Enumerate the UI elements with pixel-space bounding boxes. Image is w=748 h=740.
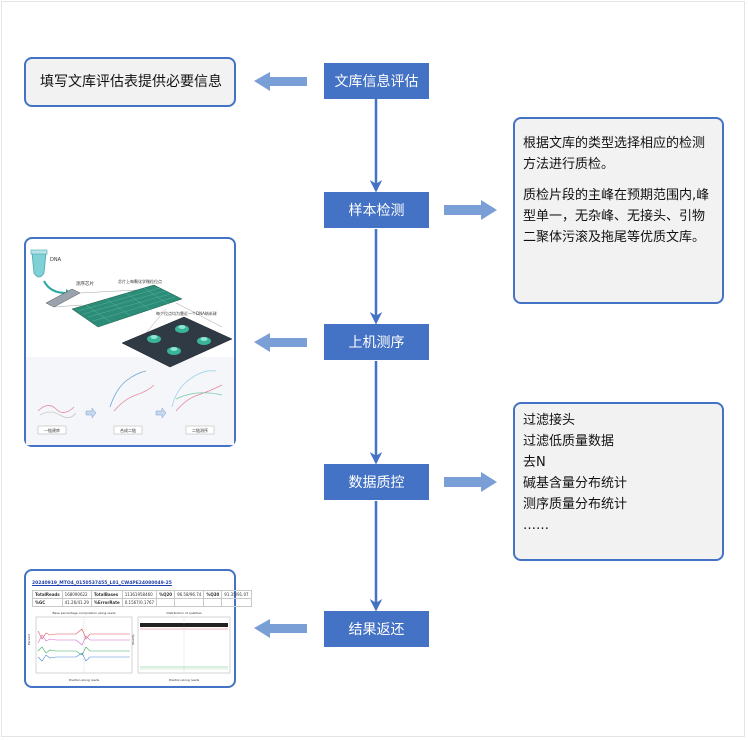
report-title: 20240919_MTO4_0150537455_L01_CW4PE240800…	[32, 581, 172, 586]
qc-report-figure: 20240919_MTO4_0150537455_L01_CW4PE240800…	[24, 569, 252, 688]
left-chart-title: Base percentage composition along reads	[52, 611, 116, 615]
right-chart-title: Distribution of qualities	[166, 611, 201, 615]
qc-item: 碱基含量分布统计	[523, 476, 628, 491]
step-data-qc: 数据质控	[324, 464, 429, 500]
table-cell: %Q30	[203, 590, 223, 599]
table-cell: %GC	[32, 598, 63, 607]
table-cell: 168090622	[61, 590, 92, 599]
right-ylabel: Quality	[131, 634, 135, 645]
table-cell: 41.26/41.29	[61, 598, 92, 607]
sequencing-illustration: DNA 测序芯片 芯片上每颗化学微粒位点 每个位点均为靠近一个D	[26, 249, 234, 445]
qc-item: 过滤接头	[523, 413, 576, 428]
step-sequencing: 上机测序	[324, 324, 429, 360]
quality-distribution-chart: Distribution of qualities Quality Positi…	[131, 611, 231, 682]
step1-label: 一链建库	[44, 427, 60, 433]
table-cell: %ErrorRate	[90, 598, 123, 607]
step2-label: 合成二链	[120, 427, 136, 433]
side-arrows	[254, 72, 497, 638]
detection-method-text: 根据文库的类型选择相应的检测方法进行质检。	[523, 136, 706, 172]
qc-items-note: 过滤接头 过滤低质量数据 去N 碱基含量分布统计 测序质量分布统计 ……	[513, 402, 724, 561]
right-xlabel: Position along reads	[169, 678, 200, 682]
tube-icon	[31, 252, 47, 278]
info-note-text: 填写文库评估表提供必要信息	[40, 73, 222, 90]
qc-item: 过滤低质量数据	[523, 434, 615, 449]
dna-label: DNA	[50, 257, 62, 263]
step3-label: 二链测序	[192, 427, 208, 433]
table-row: %GC 41.26/41.29 %ErrorRate 0.1567/0.1767	[32, 598, 252, 607]
arrow-right-1	[444, 200, 497, 220]
detection-note: 根据文库的类型选择相应的检测方法进行质检。 质检片段的主峰在预期范围内,峰型单一…	[513, 117, 724, 304]
step-result-return: 结果返还	[324, 611, 429, 647]
sequencing-figure: DNA 测序芯片 芯片上每颗化学微粒位点 每个位点均为靠近一个D	[24, 237, 236, 447]
info-note: 填写文库评估表提供必要信息	[24, 57, 236, 107]
table-cell: 91.35/91.07	[221, 590, 252, 599]
nanoball-slab	[121, 316, 233, 368]
arrow-left-1	[254, 72, 307, 91]
table-cell: 11361958460	[121, 590, 158, 599]
report-table: TotalReads 168090622 TotalBases 11361958…	[32, 590, 252, 607]
step-library-assessment: 文库信息评估	[324, 63, 429, 99]
table-cell: 0.1567/0.1767	[121, 598, 158, 607]
spot-label: 每个位点均为靠近一个DNA纳米球	[156, 310, 217, 316]
qc-item: 去N	[523, 455, 546, 470]
qc-item: 测序质量分布统计	[523, 497, 628, 512]
arrow-left-3	[254, 619, 307, 638]
chip-label: 测序芯片	[76, 280, 94, 287]
report-charts: Base percentage composition along reads …	[27, 611, 231, 682]
table-cell: 96.58/96.74	[174, 590, 205, 599]
table-cell: TotalBases	[90, 590, 123, 599]
left-xlabel: Position along reads	[69, 678, 100, 682]
arrow-right-2	[444, 472, 497, 492]
detection-criteria-text: 质检片段的主峰在预期范围内,峰型单一，无杂峰、无接头、引物二聚体污滚及拖尾等优质…	[523, 188, 710, 245]
table-cell: %Q20	[156, 590, 176, 599]
arrow-left-2	[254, 333, 307, 352]
table-cell: TotalReads	[32, 590, 63, 599]
table-row: TotalReads 168090622 TotalBases 11361958…	[32, 590, 252, 599]
qc-item: ……	[523, 518, 549, 533]
chip-icon	[45, 288, 81, 308]
base-composition-chart: Base percentage composition along reads …	[27, 611, 133, 682]
loaded-label: 芯片上每颗化学微粒位点	[118, 278, 162, 284]
left-ylabel: Percent	[27, 633, 31, 645]
step-sample-detection: 样本检测	[324, 192, 429, 228]
